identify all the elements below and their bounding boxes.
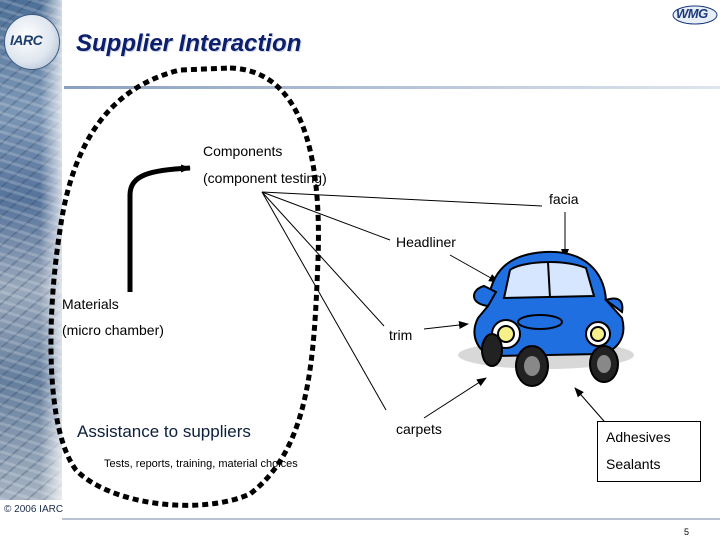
arrow-to-headliner bbox=[261, 191, 391, 241]
arrow-headliner-car bbox=[449, 254, 499, 283]
iarc-logo bbox=[4, 14, 60, 70]
component-testing-label: (component testing) bbox=[203, 170, 327, 186]
facia-label: facia bbox=[549, 191, 579, 207]
iarc-logo-text: IARC bbox=[10, 32, 43, 48]
wmg-logo-text: WMG bbox=[676, 6, 708, 21]
adhesives-sealants-box: Adhesives Sealants bbox=[597, 421, 701, 482]
arrow-to-facia bbox=[261, 191, 543, 207]
arrow-trim-car bbox=[423, 321, 469, 330]
arrow-to-trim bbox=[261, 191, 385, 327]
curved-arrow bbox=[127, 164, 191, 292]
arrow-to-carpets bbox=[261, 191, 387, 411]
adhesives-label: Adhesives bbox=[606, 429, 671, 445]
slide-title: Supplier Interaction bbox=[76, 30, 302, 57]
materials-label: Materials bbox=[62, 296, 119, 312]
dashed-loop bbox=[48, 65, 321, 508]
trim-label: trim bbox=[389, 327, 413, 343]
car-illustration bbox=[458, 250, 634, 387]
headliner-label: Headliner bbox=[396, 234, 456, 250]
assistance-subtitle: Tests, reports, training, material choic… bbox=[104, 458, 298, 470]
page-number: 5 bbox=[684, 527, 690, 537]
title-underline bbox=[64, 86, 720, 89]
copyright-text: © 2006 IARC bbox=[4, 504, 64, 515]
footer-line bbox=[62, 518, 720, 520]
components-label: Components bbox=[203, 143, 283, 159]
assistance-title: Assistance to suppliers bbox=[77, 422, 251, 441]
carpets-label: carpets bbox=[396, 421, 442, 437]
arrow-carpets-car bbox=[423, 377, 487, 419]
micro-chamber-label: (micro chamber) bbox=[62, 322, 164, 338]
wmg-logo bbox=[672, 5, 718, 25]
sealants-label: Sealants bbox=[606, 456, 661, 472]
